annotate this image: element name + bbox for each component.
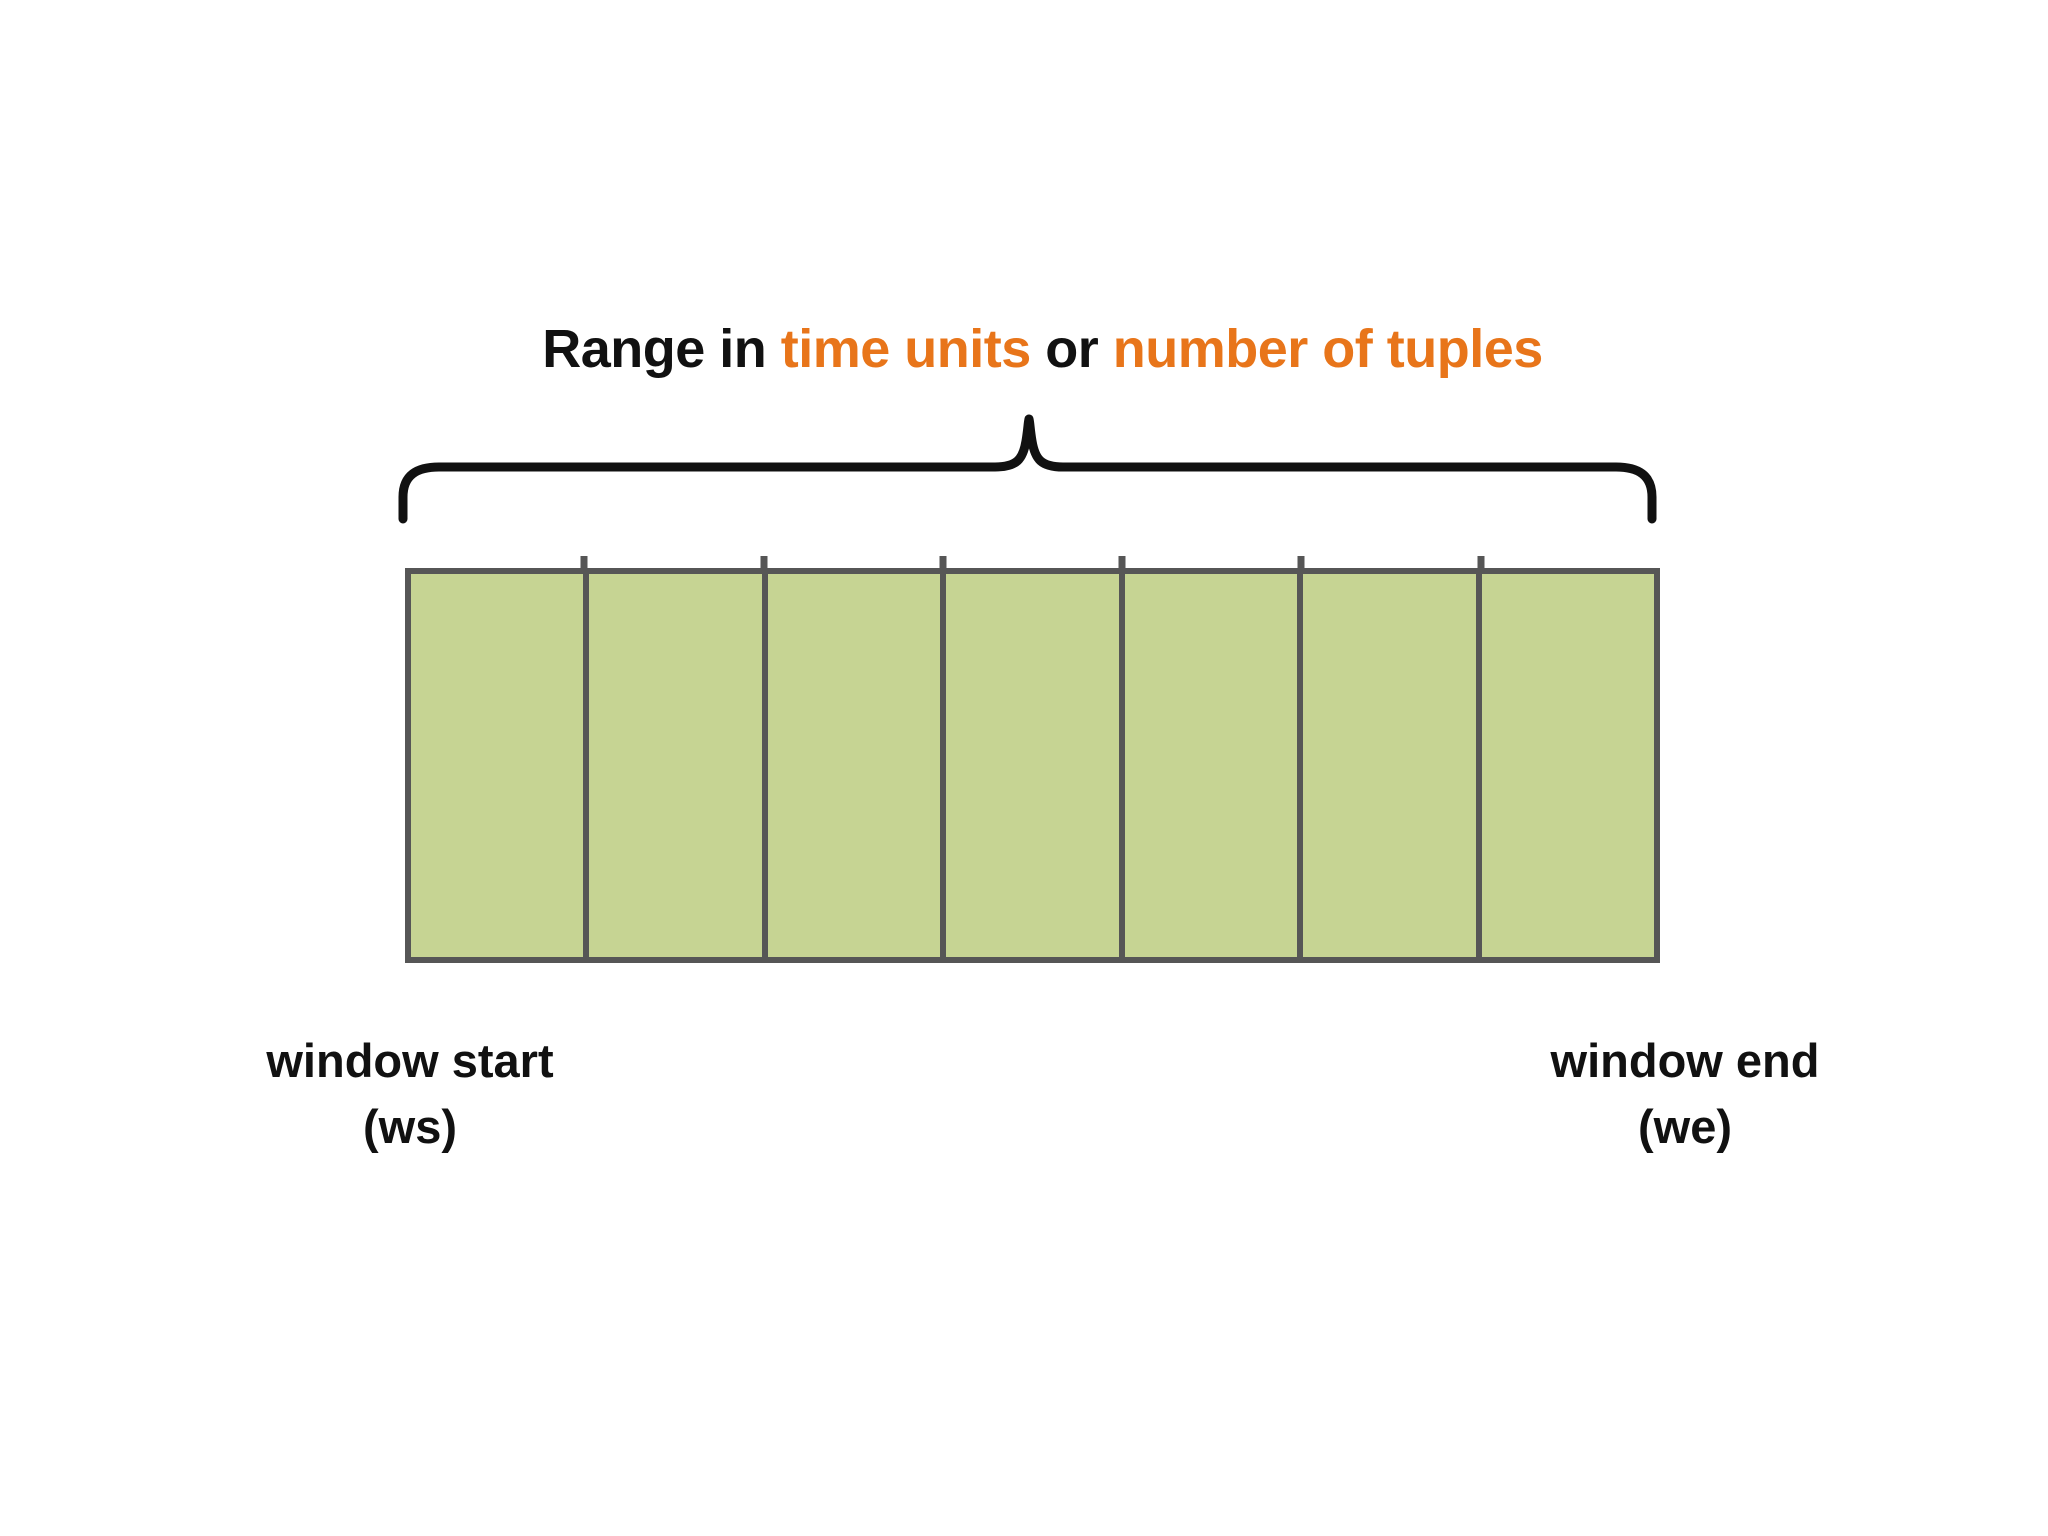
- range-brace: [395, 415, 1660, 525]
- window-cell: [589, 574, 768, 957]
- window-end-label-line1: window end: [1550, 1034, 1820, 1087]
- window-start-label: window start (ws): [110, 1028, 710, 1160]
- window-cell: [767, 574, 947, 957]
- window-start-label-line2: (ws): [363, 1100, 457, 1153]
- window-block: [405, 568, 1660, 963]
- title-segment-3: or: [1030, 319, 1113, 379]
- window-end-label: window end (we): [1385, 1028, 1985, 1160]
- window-end-label-line2: (we): [1638, 1100, 1732, 1153]
- window-cell: [1303, 574, 1482, 957]
- window-start-label-line1: window start: [266, 1034, 554, 1087]
- brace-path: [403, 419, 1652, 519]
- window-cell: [1481, 574, 1654, 957]
- title-segment-4-accent: number of tuples: [1112, 319, 1544, 379]
- title-segment-1: Range in: [542, 319, 781, 379]
- title-segment-2-accent: time units: [780, 319, 1032, 379]
- window-cell: [1124, 574, 1304, 957]
- window-cell: [411, 574, 590, 957]
- window-cell: [946, 574, 1125, 957]
- page-title: Range in time units or number of tuples: [0, 318, 2048, 380]
